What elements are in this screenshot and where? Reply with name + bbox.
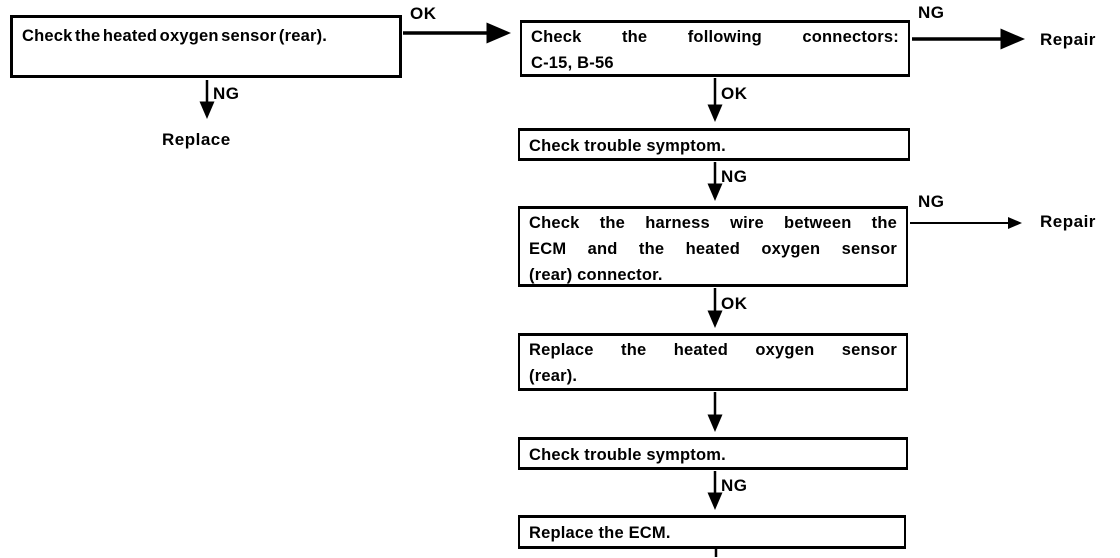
node-check-harness-wire: Check the harness wire between the ECM a…	[518, 206, 908, 287]
node-text: Replace the ECM.	[529, 524, 671, 542]
node-replace-ecm: Replace the ECM.	[518, 515, 906, 549]
edge-label-ok-2: OK	[721, 84, 748, 103]
node-text: (rear).	[529, 367, 578, 385]
edge-label-ok-1: OK	[410, 4, 437, 23]
terminal-replace: Replace	[162, 130, 231, 149]
node-text: C-15, B-56	[531, 54, 614, 72]
terminal-repair-1: Repair	[1040, 30, 1096, 49]
node-text: Check trouble symptom.	[529, 137, 726, 155]
node-check-trouble-symptom-2: Check trouble symptom.	[518, 437, 908, 470]
terminal-repair-2: Repair	[1040, 212, 1096, 231]
node-check-heated-oxygen-sensor: Check the heated oxygen sensor (rear).	[10, 15, 402, 78]
node-check-trouble-symptom-1: Check trouble symptom.	[518, 128, 910, 161]
node-check-connectors: Check the following connectors: C-15, B-…	[520, 20, 910, 77]
edge-label-ng-1: NG	[213, 84, 240, 103]
node-text: (rear) connector.	[529, 266, 663, 284]
node-text: Check the following connectors:	[531, 28, 899, 46]
node-text: Check the heated oxygen sensor (rear).	[22, 27, 328, 45]
node-text: Check trouble symptom.	[529, 446, 726, 464]
edge-label-ok-3: OK	[721, 294, 748, 313]
edge-label-ng-4: NG	[918, 192, 945, 211]
edge-label-ng-3: NG	[721, 167, 748, 186]
edge-label-ng-2: NG	[918, 3, 945, 22]
edge-label-ng-5: NG	[721, 476, 748, 495]
node-text: ECM and the heated oxygen sensor	[529, 240, 897, 258]
node-replace-heated-oxygen-sensor: Replace the heated oxygen sensor (rear).	[518, 333, 908, 391]
node-text: Check the harness wire between the	[529, 214, 897, 232]
node-text: Replace the heated oxygen sensor	[529, 341, 897, 359]
